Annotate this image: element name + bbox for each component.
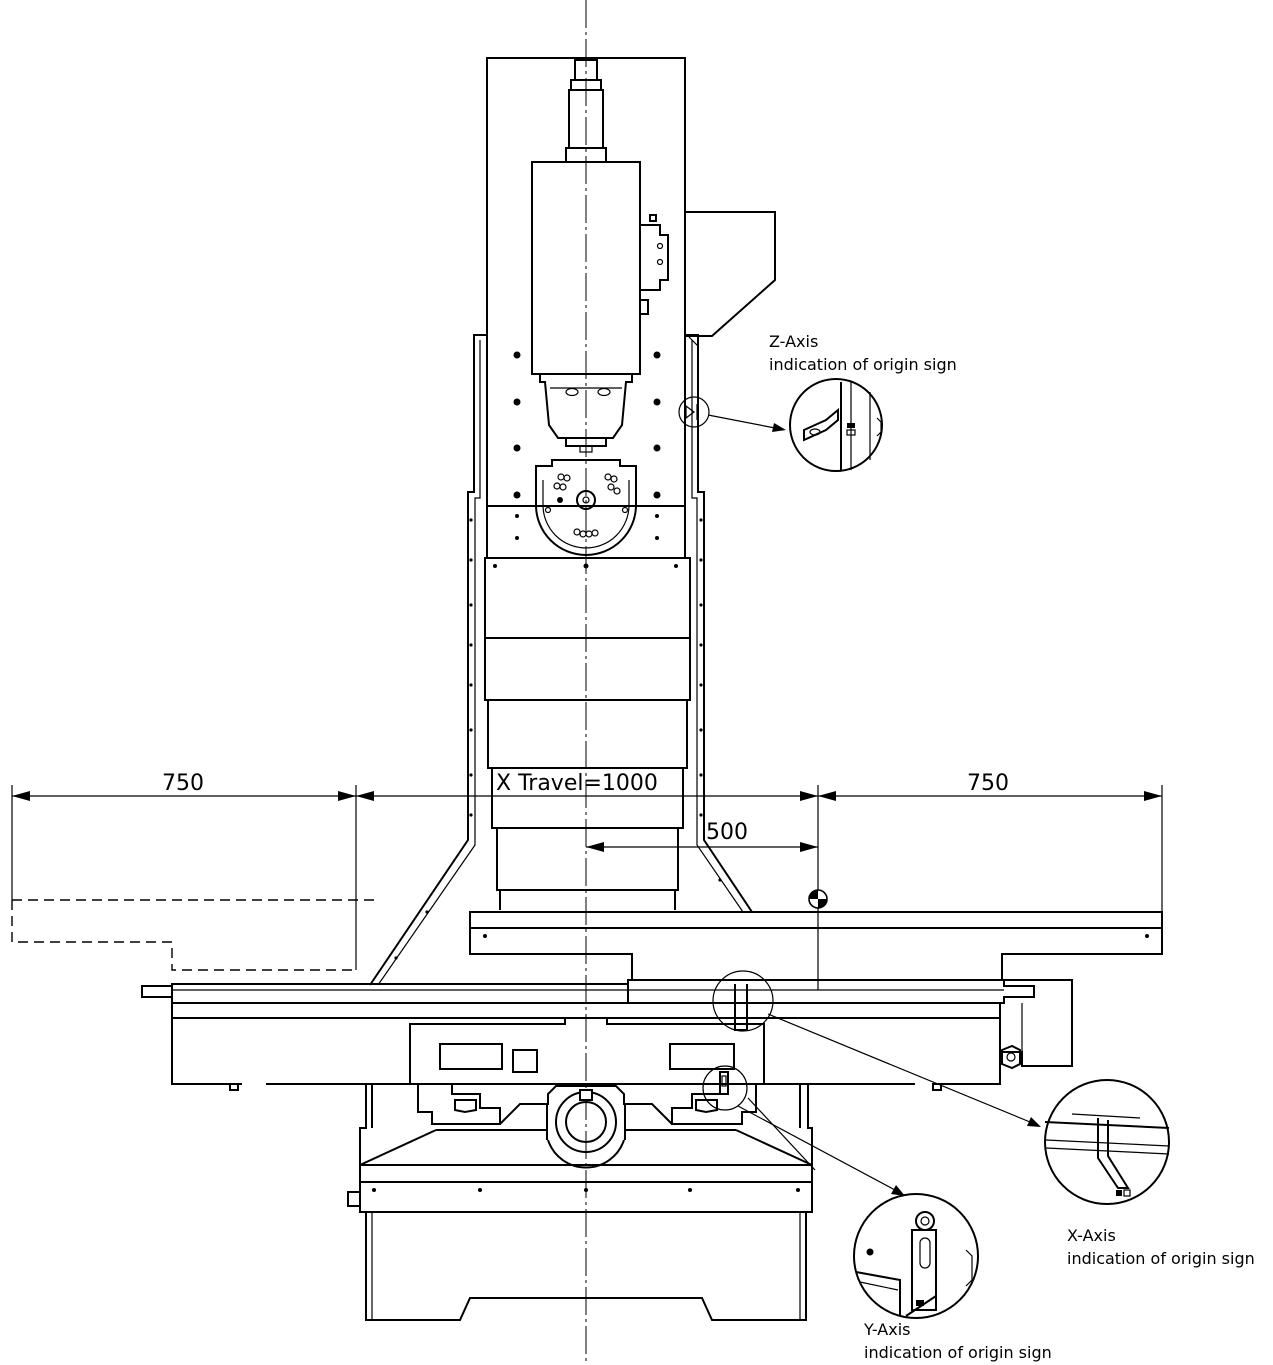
dimension-lines [11, 785, 1163, 990]
y-axis-label: Y-Axis indication of origin sign [863, 1320, 1052, 1362]
x-travel-dimension: X Travel=1000 [496, 771, 658, 796]
half-travel-dimension: 500 [706, 820, 748, 845]
right-hood [685, 211, 776, 348]
x-axis-detail-circle [1044, 1079, 1170, 1205]
worktable [141, 911, 1163, 1091]
z-axis-detail-circle [789, 378, 883, 472]
y-axis-caption: indication of origin sign [864, 1343, 1052, 1362]
z-axis-caption: indication of origin sign [769, 355, 957, 374]
column [369, 57, 753, 986]
y-axis-marker [702, 1065, 905, 1196]
y-axis-title: Y-Axis [863, 1320, 911, 1339]
z-axis-marker [678, 396, 786, 432]
base [347, 1129, 813, 1321]
right-overtravel-dimension: 750 [967, 771, 1009, 796]
z-axis-label: Z-Axis indication of origin sign [769, 332, 957, 374]
x-axis-marker [712, 970, 1041, 1127]
phantom-table-position [11, 899, 374, 971]
x-axis-title: X-Axis [1067, 1226, 1116, 1245]
x-axis-label: X-Axis indication of origin sign [1067, 1226, 1255, 1268]
spindle-head [531, 59, 669, 556]
x-axis-caption: indication of origin sign [1067, 1249, 1255, 1268]
origin-quadrant-icon [808, 889, 828, 909]
left-overtravel-dimension: 750 [162, 771, 204, 796]
saddle [359, 1017, 813, 1169]
z-axis-title: Z-Axis [769, 332, 818, 351]
y-axis-detail-circle [853, 1193, 979, 1319]
